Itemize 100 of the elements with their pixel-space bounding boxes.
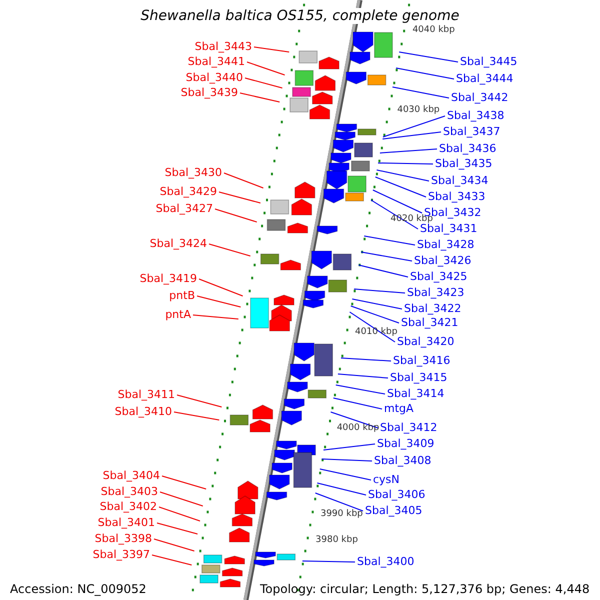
leader-line (319, 468, 372, 480)
leader-line (316, 482, 366, 496)
accession-text: Accession: NC_009052 (10, 583, 146, 596)
tick-label: 4030 kbp (397, 104, 440, 117)
leader-line (158, 506, 200, 522)
gene-label: Sbal_3435 (435, 157, 492, 170)
leader-line (244, 78, 283, 88)
gene-label: Sbal_3404 (102, 469, 160, 482)
gene-label: Sbal_3429 (160, 185, 217, 198)
gene-label: Sbal_3441 (188, 55, 245, 68)
gene-label: Sbal_3425 (410, 270, 468, 283)
leader-line (152, 554, 192, 566)
leader-line (374, 176, 426, 198)
gene-label: Sbal_3412 (380, 421, 438, 434)
gene-label: Sbal_3400 (357, 555, 414, 568)
leader-line (340, 358, 392, 362)
leader-line (246, 62, 286, 76)
leader-line (396, 68, 454, 80)
gene-label: Sbal_3411 (118, 388, 175, 401)
gene-label: Sbal_3433 (428, 190, 486, 203)
gene-label: Sbal_3405 (365, 504, 422, 517)
gene-label: Sbal_3406 (368, 488, 426, 501)
leader-line (330, 412, 378, 428)
gene-label: Sbal_3403 (100, 485, 158, 498)
gene-label: Sbal_3416 (393, 354, 450, 367)
leader-line (198, 278, 244, 296)
gene-label: Sbal_3409 (377, 437, 434, 450)
gene-label: Sbal_3428 (417, 238, 474, 251)
leader-line (154, 538, 195, 552)
leader-line (174, 412, 220, 420)
leader-line (160, 492, 204, 506)
gene-label: Sbal_3445 (460, 55, 518, 68)
gene-label: Sbal_3422 (404, 302, 462, 315)
gene-label: pntB (169, 289, 195, 302)
leader-line (323, 444, 376, 450)
topology-text: Topology: circular; Length: 5,127,376 bp; Genes: 4,448 (260, 583, 590, 596)
leader-line (350, 306, 400, 324)
gene-label: Sbal_3427 (156, 202, 213, 215)
leader-line (358, 264, 408, 278)
gene-label: Sbal_3443 (194, 40, 252, 53)
tick-label: 4000 kbp (336, 422, 380, 435)
leader-line (192, 314, 239, 320)
gene-label: Sbal_3401 (98, 516, 155, 529)
leader-line (372, 190, 422, 214)
tick-label: 3980 kbp (316, 534, 358, 547)
leader-line (337, 374, 388, 378)
leader-line (302, 560, 356, 562)
gene-label: Sbal_3421 (401, 316, 458, 329)
leader-line (382, 132, 442, 140)
leader-line (335, 384, 386, 394)
leader-line (376, 170, 430, 182)
gene-label: Sbal_3440 (186, 71, 243, 84)
leader-line (378, 162, 434, 164)
leader-line (364, 236, 416, 246)
leader-line (314, 492, 364, 512)
gene-label: Sbal_3424 (150, 237, 207, 250)
leader-line (218, 192, 261, 204)
tick-label: 4040 kbp (412, 24, 455, 37)
gene-label: mtgA (384, 402, 414, 415)
gene-label: Sbal_3434 (431, 174, 488, 187)
leader-line (392, 86, 450, 98)
leader-line (332, 398, 382, 410)
gene-label: Sbal_3438 (447, 109, 504, 122)
leader-line (240, 92, 280, 102)
gene-label: Sbal_3398 (94, 532, 152, 545)
gene-label: Sbal_3402 (100, 500, 157, 513)
gene-label: Sbal_3420 (397, 335, 454, 348)
gene-label: pntA (165, 308, 191, 321)
gene-label: Sbal_3397 (92, 548, 150, 561)
gene-label: Sbal_3410 (114, 405, 172, 418)
leader-line (349, 312, 396, 342)
gene-label: Sbal_3444 (456, 72, 514, 85)
leader-line (208, 244, 251, 256)
leader-line (354, 288, 406, 294)
leader-line (370, 200, 418, 230)
leader-line (382, 116, 446, 138)
gene-label: cysN (373, 473, 400, 486)
gene-label: Sbal_3431 (420, 222, 478, 235)
gene-label: Sbal_3430 (164, 166, 222, 179)
gene-label: Sbal_3419 (140, 272, 197, 285)
leader-line (214, 208, 258, 222)
tick-label: 4010 kbp (355, 326, 398, 339)
leader-line (379, 148, 438, 154)
gene-label: Sbal_3408 (374, 454, 432, 467)
leader-line (156, 522, 198, 534)
gene-label: Sbal_3426 (414, 254, 472, 267)
leader-line (321, 458, 372, 462)
leader-line (196, 296, 242, 308)
gene-label: Sbal_3436 (439, 142, 496, 155)
leader-line (352, 298, 402, 310)
gene-label: Sbal_3439 (180, 86, 238, 99)
gene-label: Sbal_3415 (390, 371, 448, 384)
leader-line (224, 172, 264, 188)
leader-line (176, 394, 222, 408)
leader-line (398, 52, 458, 62)
gene-label: Sbal_3414 (387, 387, 444, 400)
gene-label: Sbal_3437 (443, 125, 500, 138)
gene-label: Sbal_3442 (451, 91, 508, 104)
leader-line (254, 46, 290, 52)
leader-line (360, 252, 412, 262)
